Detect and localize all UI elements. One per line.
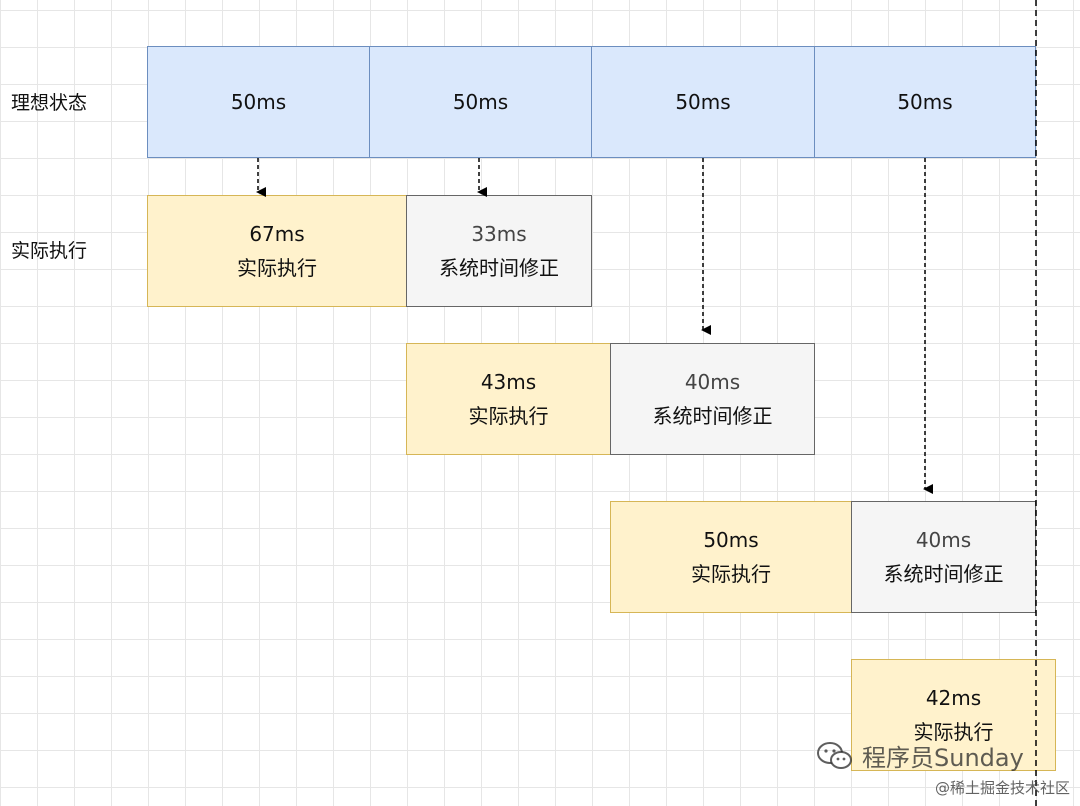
correction-block-1: 33ms 系统时间修正: [406, 195, 592, 307]
exec-block-value: 67ms: [249, 222, 305, 246]
correction-block-label: 系统时间修正: [883, 562, 1004, 586]
exec-block-label: 实际执行: [691, 562, 771, 586]
correction-block-label: 系统时间修正: [439, 256, 559, 280]
correction-block-value: 40ms: [684, 370, 741, 394]
exec-block-value: 43ms: [480, 370, 537, 394]
watermark-account-name: 程序员Sunday: [862, 744, 1024, 772]
exec-block-value: 42ms: [925, 686, 982, 710]
correction-block-2: 40ms 系统时间修正: [610, 343, 815, 455]
ideal-block-1: 50ms: [147, 46, 370, 158]
correction-block-label: 系统时间修正: [652, 404, 773, 428]
correction-block-value: 40ms: [915, 528, 972, 552]
ideal-block-value: 50ms: [230, 90, 287, 114]
correction-block-value: 33ms: [471, 222, 527, 246]
exec-block-label: 实际执行: [237, 256, 317, 280]
exec-block-4: 42ms 实际执行: [851, 659, 1056, 771]
watermark-account: 程序员Sunday: [816, 738, 1024, 773]
exec-block-value: 50ms: [703, 528, 759, 552]
ideal-block-value: 50ms: [897, 90, 953, 114]
exec-block-1: 67ms 实际执行: [147, 195, 407, 307]
ideal-block-value: 50ms: [675, 90, 731, 114]
row-label-actual: 实际执行: [11, 240, 88, 262]
wechat-icon: [816, 741, 854, 771]
watermark-site: @稀土掘金技术社区: [934, 779, 1070, 797]
exec-block-3: 50ms 实际执行: [610, 501, 852, 613]
exec-block-label: 实际执行: [468, 404, 549, 428]
ideal-block-3: 50ms: [591, 46, 815, 158]
row-label-ideal: 理想状态: [11, 92, 88, 114]
exec-block-label: 实际执行: [913, 720, 994, 744]
correction-block-3: 40ms 系统时间修正: [851, 501, 1036, 613]
exec-block-2: 43ms 实际执行: [406, 343, 611, 455]
ideal-block-value: 50ms: [452, 90, 509, 114]
ideal-block-2: 50ms: [369, 46, 592, 158]
